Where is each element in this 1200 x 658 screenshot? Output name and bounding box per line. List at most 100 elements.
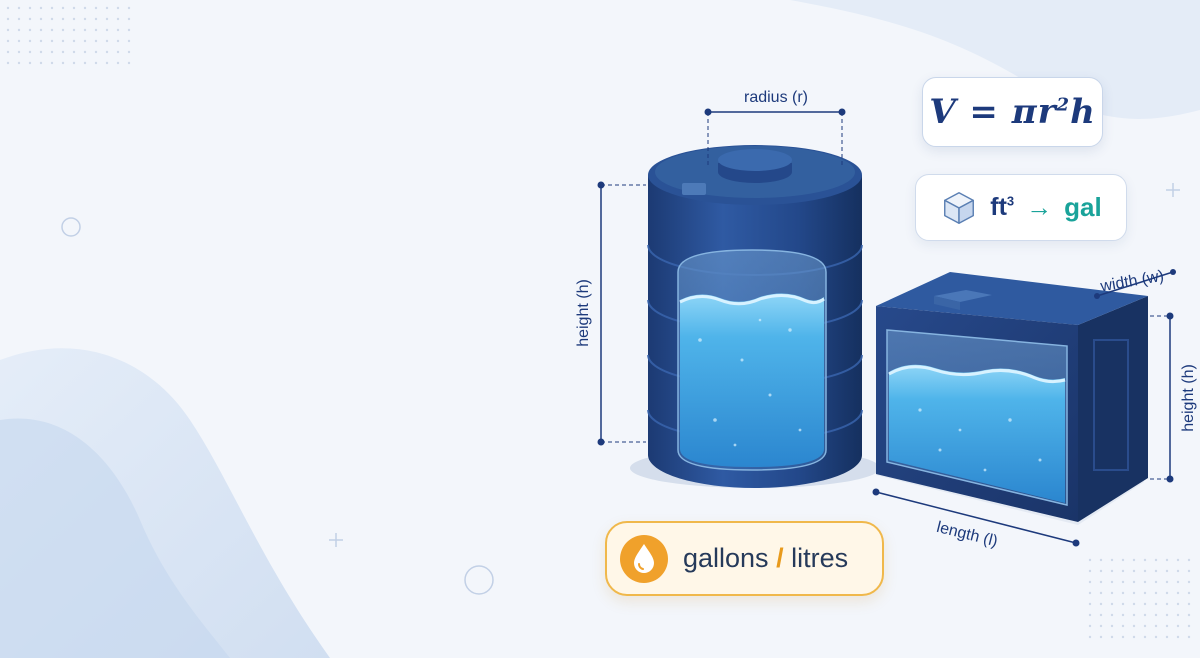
decor-dot [1132, 558, 1136, 562]
rectangular-tank [876, 272, 1148, 525]
decor-dot [1165, 624, 1169, 628]
decor-dot [1187, 591, 1191, 595]
decor-dot [1121, 591, 1125, 595]
decor-dot [1099, 624, 1103, 628]
decor-dot [1165, 613, 1169, 617]
decor-dot [94, 28, 98, 32]
decor-dot [1110, 635, 1114, 639]
decor-dot [105, 50, 109, 54]
decor-dot [94, 6, 98, 10]
water-drop-icon [620, 534, 668, 583]
decor-dot [1132, 624, 1136, 628]
units-label: gallons / litres [683, 543, 848, 574]
cylinder-height-label: height (h) [575, 279, 592, 347]
decor-dot [1099, 613, 1103, 617]
decor-dot [116, 28, 120, 32]
decor-dot [1099, 591, 1103, 595]
decor-dot [116, 6, 120, 10]
decor-dot [28, 61, 32, 65]
decor-dot [116, 17, 120, 21]
decor-dot [1165, 580, 1169, 584]
decor-dot [1176, 558, 1180, 562]
decor-dot [1132, 591, 1136, 595]
decor-dot [1176, 624, 1180, 628]
decor-dot [1154, 580, 1158, 584]
decor-dot [28, 6, 32, 10]
from-unit: ft3 [990, 193, 1014, 222]
decor-dot [61, 6, 65, 10]
decor-dot [1099, 569, 1103, 573]
decor-dot [83, 6, 87, 10]
decor-dot [1143, 613, 1147, 617]
decor-dot [1110, 569, 1114, 573]
length-label: length (l) [935, 519, 1000, 551]
conversion-card: ft3 → gal [915, 174, 1127, 241]
decor-dot [72, 50, 76, 54]
decor-dot [1154, 624, 1158, 628]
decor-dot [1176, 613, 1180, 617]
decor-dot [61, 61, 65, 65]
decor-dot [83, 61, 87, 65]
decor-dot [17, 61, 21, 65]
decor-dot [83, 28, 87, 32]
decor-dot [1187, 613, 1191, 617]
decor-dot [39, 39, 43, 43]
decor-dot [72, 17, 76, 21]
decor-dot [94, 50, 98, 54]
decor-dot [1154, 558, 1158, 562]
decor-dot [105, 6, 109, 10]
radius-label: radius (r) [744, 89, 808, 106]
decor-dot [6, 50, 10, 54]
formula-exponent: 2 [1056, 94, 1071, 116]
decor-dot [1187, 624, 1191, 628]
decor-dot [61, 50, 65, 54]
decor-dot [116, 50, 120, 54]
arrow-right-icon: → [1026, 192, 1053, 222]
decor-dot [1143, 635, 1147, 639]
decor-dot [72, 61, 76, 65]
decor-dot [1110, 602, 1114, 606]
decor-dot [1088, 580, 1092, 584]
decor-dot [61, 28, 65, 32]
decor-dot [1099, 635, 1103, 639]
decor-dot [116, 39, 120, 43]
formula-rhs: h [1070, 92, 1096, 132]
decor-dot [1110, 591, 1114, 595]
cube-icon [944, 191, 975, 224]
decor-dot [83, 17, 87, 21]
decor-dot [1121, 613, 1125, 617]
decor-dot [1176, 580, 1180, 584]
decor-dot [39, 28, 43, 32]
decor-dot [1121, 558, 1125, 562]
decor-dot [127, 50, 131, 54]
formula-lhs: V = πr [929, 92, 1057, 132]
decor-dot [1110, 558, 1114, 562]
to-unit: gal [1064, 192, 1102, 222]
decor-dot [39, 61, 43, 65]
decor-dot [83, 39, 87, 43]
decor-dot [105, 39, 109, 43]
decor-dot [1121, 602, 1125, 606]
decor-dot [1154, 635, 1158, 639]
decor-dot [6, 39, 10, 43]
decor-dot [116, 61, 120, 65]
decor-dot [105, 17, 109, 21]
decor-dot [1132, 580, 1136, 584]
decor-dot [1187, 569, 1191, 573]
units-separator: / [776, 543, 784, 573]
decor-dot [94, 17, 98, 21]
decor-dot [61, 17, 65, 21]
decor-dot [1132, 635, 1136, 639]
from-unit-base: ft [990, 193, 1007, 221]
cylindrical-tank [630, 145, 880, 488]
formula-card: V = πr2h [922, 77, 1103, 147]
decor-dot [1121, 569, 1125, 573]
decor-dot [1165, 591, 1169, 595]
decor-dot [17, 39, 21, 43]
decor-dot [6, 17, 10, 21]
decor-dot [1143, 624, 1147, 628]
decor-dot [127, 28, 131, 32]
decor-dot [1187, 580, 1191, 584]
decor-dot [1088, 591, 1092, 595]
